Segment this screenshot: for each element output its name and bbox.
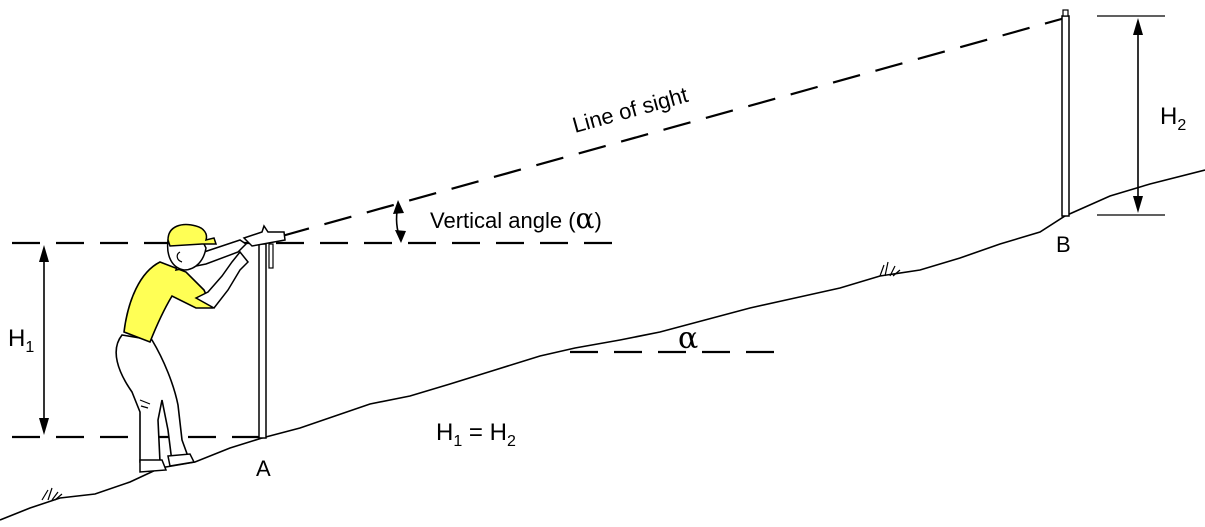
vertical-angle-label: Vertical angle (α) bbox=[430, 202, 602, 235]
surveyor-shirt bbox=[123, 261, 214, 344]
vertical-angle-arrow bbox=[393, 200, 406, 243]
grass-tuft-left bbox=[41, 487, 63, 501]
surveyor-shoe-right bbox=[167, 453, 196, 467]
surveyor-head bbox=[166, 239, 207, 271]
line-of-sight-label: Line of sight bbox=[570, 82, 691, 138]
point-a-label: A bbox=[256, 456, 271, 481]
surveyor-cap bbox=[167, 223, 218, 247]
pole-a bbox=[258, 243, 274, 439]
line-of-sight bbox=[281, 16, 1066, 238]
surveyor-figure bbox=[115, 223, 250, 473]
surveyor-shoe-left bbox=[139, 459, 168, 473]
point-b-label: B bbox=[1056, 232, 1071, 257]
ground-slope-line bbox=[0, 169, 1205, 521]
surveyor-arm bbox=[194, 250, 250, 309]
h2-label: H2 bbox=[1160, 103, 1186, 134]
h1-dimension-arrow bbox=[39, 245, 49, 435]
grass-tuft-right bbox=[879, 261, 901, 277]
h1-label: H1 bbox=[8, 325, 34, 356]
h2-dimension-arrow bbox=[1097, 15, 1165, 216]
clinometer-icon bbox=[242, 224, 286, 247]
slope-angle-alpha: α bbox=[678, 321, 698, 356]
pole-b bbox=[1061, 9, 1070, 217]
equation-h1-equals-h2: H1 = H2 bbox=[436, 419, 516, 450]
surveyor-legs bbox=[115, 334, 192, 463]
